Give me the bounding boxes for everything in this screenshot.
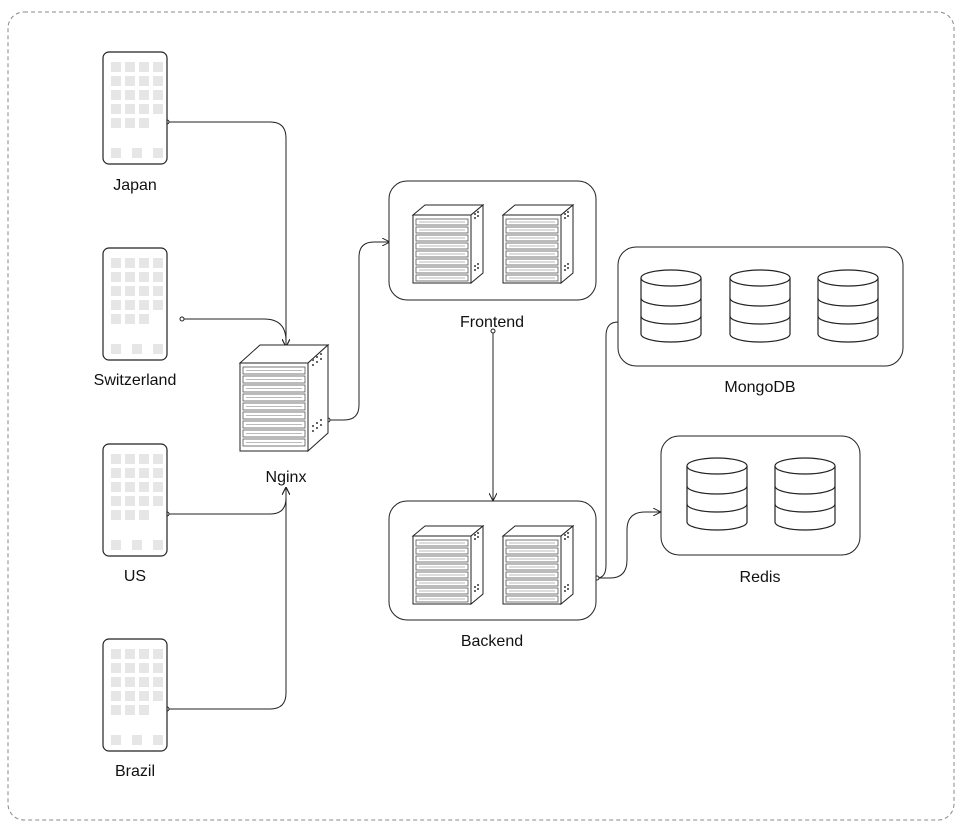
client-us[interactable]: US <box>102 443 168 585</box>
backend-to-mongodb-line <box>596 321 619 579</box>
us-to-nginx-line <box>167 488 286 515</box>
server-rack-icon <box>239 344 329 452</box>
server-rack-icon <box>412 204 484 284</box>
japan-to-nginx-line <box>167 121 286 346</box>
frontend-label: Frontend <box>460 314 524 331</box>
database-icon <box>640 269 702 343</box>
connectors <box>167 121 660 710</box>
outer-frame <box>7 11 955 821</box>
client-japan[interactable]: Japan <box>102 51 168 194</box>
redis-label: Redis <box>740 569 781 586</box>
phone-icon <box>102 638 168 752</box>
database-icon <box>817 269 879 343</box>
phone-icon <box>102 51 168 165</box>
backend-node[interactable]: Backend <box>388 500 597 650</box>
redis-node[interactable]: Redis <box>660 435 861 586</box>
switzerland-to-nginx-line <box>182 318 286 346</box>
client-label: Japan <box>113 177 157 194</box>
brazil-to-nginx-line <box>167 488 286 710</box>
backend-label: Backend <box>461 633 523 650</box>
database-icon <box>729 269 791 343</box>
client-label: Brazil <box>115 763 155 780</box>
client-switzerland[interactable]: Switzerland <box>94 247 177 389</box>
nginx-label: Nginx <box>266 469 307 486</box>
mongodb-label: MongoDB <box>724 379 795 396</box>
client-brazil[interactable]: Brazil <box>102 638 168 780</box>
nginx-to-frontend-line <box>328 242 389 421</box>
client-label: Switzerland <box>94 372 177 389</box>
phone-icon <box>102 443 168 557</box>
backend-to-redis-line <box>597 512 660 579</box>
nginx-node[interactable]: Nginx <box>239 344 329 486</box>
phone-icon <box>102 247 168 361</box>
database-icon <box>774 457 836 531</box>
frontend-node[interactable]: Frontend <box>388 180 597 331</box>
database-icon <box>686 457 748 531</box>
server-rack-icon <box>502 204 574 284</box>
client-label: US <box>124 568 146 585</box>
server-rack-icon <box>412 525 484 605</box>
mongodb-node[interactable]: MongoDB <box>617 246 904 396</box>
server-rack-icon <box>502 525 574 605</box>
